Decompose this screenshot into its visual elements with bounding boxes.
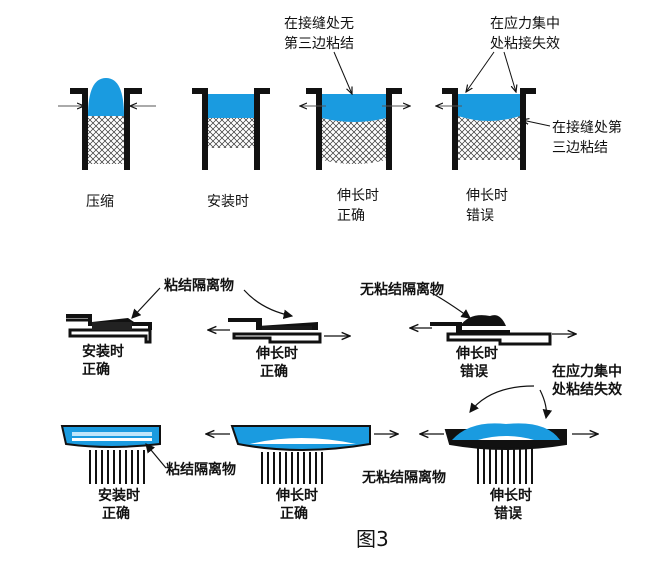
lap-joint-install [66,314,152,344]
figure-caption: 图3 [356,527,389,551]
label-extend-ok-2: 正确 [337,208,365,224]
label-butt-extend-ok-2: 正确 [280,505,308,522]
label-lap-extend-bad-1: 伸长时 [455,345,498,362]
top-joint-extend-wrong [436,88,536,170]
callout-third-side-2: 三边粘结 [552,140,608,156]
label-extend-bad-2: 错误 [466,208,494,224]
butt-joint-extend-correct [206,425,398,484]
label-no-bond-breaker: 无粘结隔离物 [359,281,444,298]
label-bond-breaker: 粘结隔离物 [164,277,234,294]
callout-third-side-1: 在接缝处第 [552,119,622,136]
label-butt-install-1: 安装时 [98,487,140,504]
label-lap-install-1: 安装时 [82,343,124,360]
leader-third-side [522,120,551,127]
label-stress-fail-1: 在应力集中 [552,363,622,380]
butt-joint-extend-wrong [420,423,598,484]
label-butt-extend-bad-1: 伸长时 [489,487,532,504]
label-stress-fail-2: 处粘结失效 [551,381,623,398]
label-install: 安装时 [207,194,249,210]
label-butt-no-bond-breaker: 无粘结隔离物 [361,469,446,486]
label-lap-install-2: 正确 [82,361,110,378]
leader-no-third-side [333,51,352,94]
callout-no-third-side-2: 第三边粘结 [284,35,354,52]
top-joint-extend-correct [300,88,410,170]
top-joint-compress [58,78,156,170]
callout-stress-fail-2: 处粘接失效 [490,35,560,52]
leader-stress-fail [466,51,495,92]
label-lap-extend-ok-2: 正确 [260,363,288,380]
label-compress: 压缩 [86,194,114,210]
butt-joint-install [60,425,161,484]
label-butt-extend-bad-2: 错误 [494,505,523,522]
lap-joint-extend-wrong [410,315,576,346]
lap-joint-extend-correct [208,318,350,344]
label-extend-bad-1: 伸长时 [466,188,508,204]
label-extend-ok-1: 伸长时 [337,188,379,204]
label-lap-extend-bad-2: 错误 [460,363,489,380]
callout-no-third-side-1: 在接缝处无 [284,15,354,32]
label-butt-bond-breaker: 粘结隔离物 [166,461,236,478]
top-joint-install [192,88,270,170]
callout-stress-fail-1: 在应力集中 [490,15,560,32]
label-butt-install-2: 正确 [102,505,130,522]
label-lap-extend-ok-1: 伸长时 [255,345,298,362]
label-butt-extend-ok-1: 伸长时 [275,487,318,504]
